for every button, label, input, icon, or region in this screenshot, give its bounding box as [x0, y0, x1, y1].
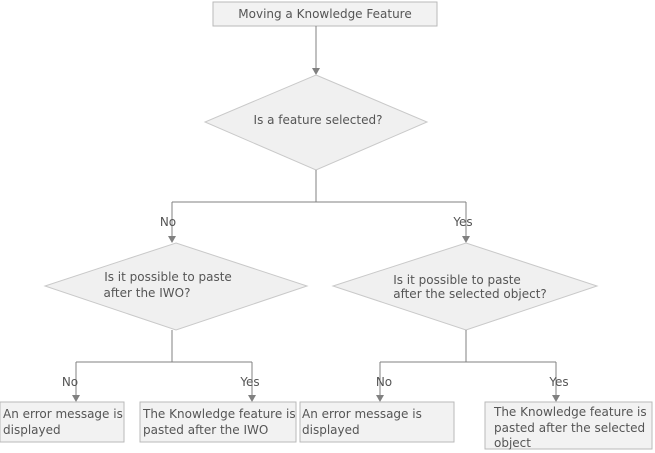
decision-paste-after-selected-line2: after the selected object?: [393, 287, 547, 301]
decision-feature-selected-text: Is a feature selected?: [254, 113, 383, 127]
label-no-top: No: [160, 215, 176, 229]
outcome-left-no-line2: displayed: [3, 423, 61, 437]
decision-paste-after-iwo: [43, 242, 309, 331]
decision-paste-after-selected-line1: Is it possible to paste: [393, 273, 521, 287]
arrowhead-left-decision: [168, 236, 176, 243]
outcome-right-yes: [484, 401, 653, 450]
outcome-right-yes-line2: pasted after the selected: [494, 421, 645, 435]
outcome-left-no: [0, 401, 125, 443]
label-yes-right: Yes: [548, 375, 568, 389]
outcome-left-yes: [139, 401, 297, 443]
outcome-left-yes-line1: The Knowledge feature is: [142, 407, 296, 421]
arrowhead-root: [312, 68, 320, 75]
outcome-right-no-line2: displayed: [302, 423, 360, 437]
arrowhead-left-no: [72, 395, 80, 402]
outcome-left-yes-line2: pasted after the IWO: [143, 423, 268, 437]
label-no-left: No: [62, 375, 78, 389]
title-text: Moving a Knowledge Feature: [238, 7, 411, 21]
label-no-right: No: [376, 375, 392, 389]
decision-paste-after-iwo-line1: Is it possible to paste: [104, 270, 232, 284]
decision-paste-after-iwo-line2: after the IWO?: [104, 286, 191, 300]
outcome-right-yes-line3: object: [494, 436, 531, 450]
outcome-right-no: [299, 401, 455, 443]
arrowhead-right-decision: [462, 236, 470, 243]
title-box: [212, 1, 438, 27]
arrowhead-right-yes: [552, 395, 560, 402]
outcome-left-no-line1: An error message is: [3, 407, 123, 421]
label-yes-top: Yes: [452, 215, 472, 229]
arrowhead-left-yes: [248, 395, 256, 402]
outcome-right-no-line1: An error message is: [302, 407, 422, 421]
arrowhead-right-no: [376, 395, 384, 402]
outcome-right-yes-line1: The Knowledge feature is: [493, 405, 647, 419]
label-yes-left: Yes: [239, 375, 259, 389]
